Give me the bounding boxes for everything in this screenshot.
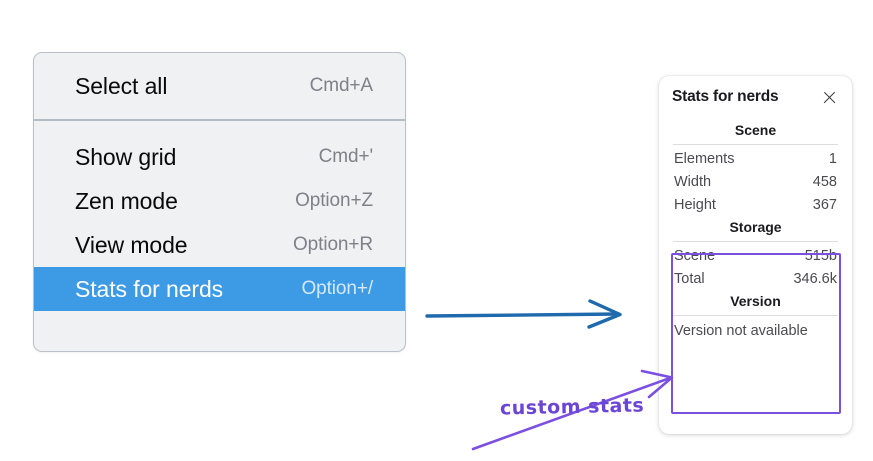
stats-row-label: Elements	[674, 150, 735, 167]
stats-row-label: Total	[674, 270, 705, 287]
stats-group-version: Version Version not available	[672, 290, 839, 342]
stats-group-heading: Version	[730, 293, 781, 309]
menu-item-label: Select all	[75, 72, 168, 99]
stats-group-scene: Scene Elements 1 Width 458 Height 367	[672, 119, 839, 216]
stats-group-heading: Storage	[729, 219, 782, 235]
stats-group-heading: Scene	[734, 122, 777, 138]
menu-bottom-padding	[34, 311, 405, 331]
stats-row-value: 367	[812, 196, 837, 213]
stats-row-value: 515b	[804, 247, 837, 264]
menu-section-2: Show grid Cmd+' Zen mode Option+Z View m…	[34, 121, 405, 331]
menu-item-shortcut: Cmd+'	[318, 146, 373, 167]
menu-item-label: View mode	[75, 231, 188, 258]
divider	[673, 144, 838, 145]
stats-panel-title: Stats for nerds	[672, 88, 779, 105]
stats-row-total-storage: Total 346.6k	[672, 267, 839, 290]
stats-row-scene-storage: Scene 515b	[672, 244, 839, 267]
menu-separator	[34, 119, 405, 121]
menu-item-zen-mode[interactable]: Zen mode Option+Z	[34, 179, 405, 223]
stats-row-label: Height	[674, 196, 716, 213]
menu-item-stats-for-nerds[interactable]: Stats for nerds Option+/	[34, 267, 405, 311]
menu-item-shortcut: Cmd+A	[309, 75, 373, 96]
stats-for-nerds-panel: Stats for nerds Scene Elements 1 Width 4…	[659, 76, 852, 434]
divider	[673, 241, 838, 242]
menu-item-show-grid[interactable]: Show grid Cmd+'	[34, 135, 405, 179]
menu-item-label: Stats for nerds	[75, 275, 224, 302]
menu-item-shortcut: Option+/	[301, 278, 373, 299]
stats-panel-titlebar: Stats for nerds	[672, 88, 839, 106]
menu-section-1: Select all Cmd+A	[34, 53, 405, 119]
menu-item-shortcut: Option+R	[293, 234, 373, 255]
menu-item-view-mode[interactable]: View mode Option+R	[34, 223, 405, 267]
divider	[673, 315, 838, 316]
blue-arrow-annotation	[425, 299, 622, 329]
stats-row-value: 458	[812, 173, 837, 190]
version-not-available-text: Version not available	[674, 323, 808, 339]
custom-stats-annotation-label: custom stats	[499, 394, 645, 420]
stats-row-label: Width	[674, 173, 712, 190]
close-icon[interactable]	[821, 89, 838, 106]
stats-row-width: Width 458	[672, 170, 839, 193]
stats-row-label: Scene	[674, 247, 716, 264]
menu-item-label: Show grid	[75, 143, 177, 170]
stats-row-height: Height 367	[672, 193, 839, 216]
menu-item-select-all[interactable]: Select all Cmd+A	[34, 64, 405, 108]
stats-row-value: 1	[828, 150, 837, 167]
context-menu: Select all Cmd+A Show grid Cmd+' Zen mod…	[33, 52, 406, 352]
menu-item-shortcut: Option+Z	[295, 190, 373, 211]
menu-item-label: Zen mode	[75, 187, 178, 214]
stats-group-storage: Storage Scene 515b Total 346.6k	[672, 216, 839, 290]
stats-row-elements: Elements 1	[672, 147, 839, 170]
stats-row-value: 346.6k	[793, 270, 837, 287]
